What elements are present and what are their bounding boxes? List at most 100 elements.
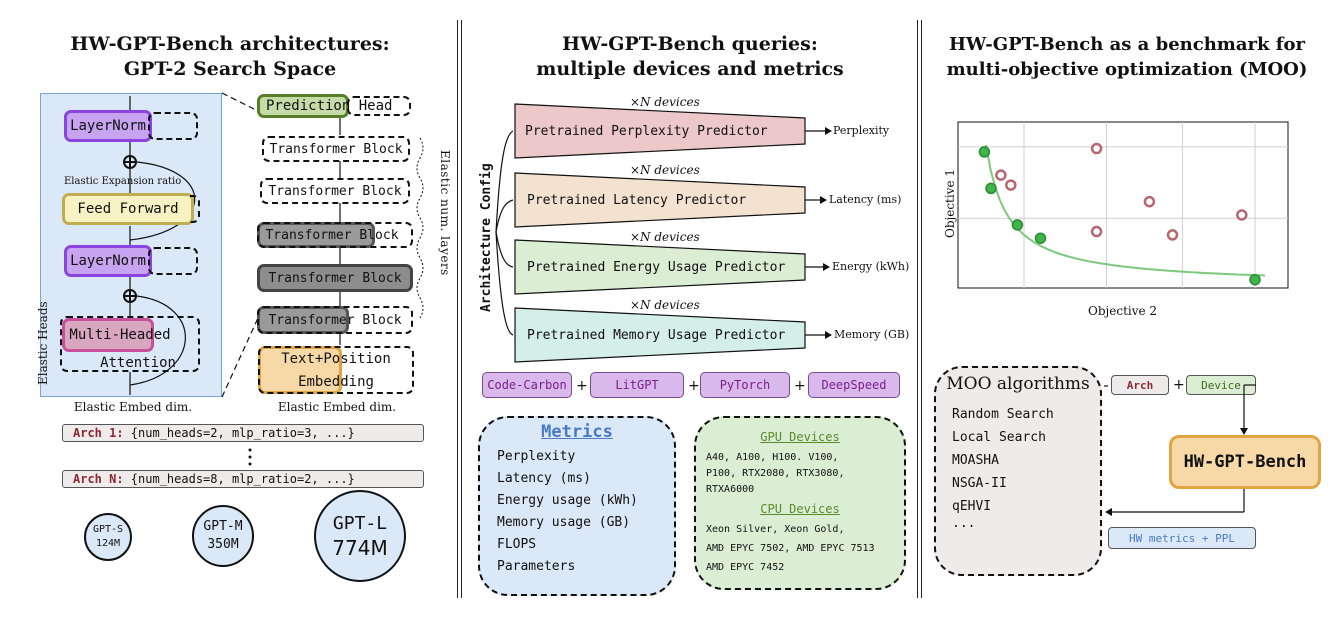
gpt-l-size: 774M [332,536,388,560]
feed-forward-label: Feed Forward [77,201,179,217]
output-energy: Energy (kWh) [832,260,910,273]
predictor-perplexity-label: Pretrained Perplexity Predictor [525,124,768,139]
prediction-head-dashed [347,96,411,116]
transformer-block-1: Transformer Block [262,136,410,162]
cpu-list: Xeon Silver, Xeon Gold, AMD EPYC 7502, A… [706,520,875,577]
gpu-line-3: RTXA6000 [706,484,755,495]
separator-left [457,20,458,598]
metrics-title: Metrics [541,422,613,442]
embed-left-label: Elastic Embed dim. [73,400,193,414]
gpt-m-name: GPT-M [203,519,243,534]
transformer-block-5-label: Transformer Block [268,312,402,328]
tool-litgpt: LitGPT [590,372,684,398]
algo-local-search: Local Search [952,430,1046,445]
algo-nsga2: NSGA-II [952,476,1007,491]
plus-1: + [576,378,588,394]
dominated-point [1166,229,1179,241]
device-tag: Device [1186,375,1256,395]
predictor-shape-latency [514,172,806,228]
feed-forward-block: Feed Forward [62,193,194,225]
predictor-energy-label: Pretrained Energy Usage Predictor [527,260,786,275]
mha-label: Multi-Headed Attention [60,321,180,377]
hw-gpt-bench-box: HW-GPT-Bench [1169,435,1321,489]
pareto-point [985,182,997,195]
metric-perplexity: Perplexity [497,449,576,464]
transformer-block-4: Transformer Block [257,264,413,292]
tool-code-carbon-label: Code-Carbon [487,378,567,392]
algo-random-search: Random Search [952,407,1054,422]
layernorm-bottom-block: LayerNorm [64,245,152,277]
layernorm-top-label: LayerNorm [70,118,146,134]
moo-list: Random Search Local Search MOASHA NSGA-I… [952,403,1102,530]
panel3-title-line2: multi-objective optimization (MOO) [946,59,1308,80]
arch-1-value: {num_heads=2, mlp_ratio=3, ...} [123,426,355,440]
layernorm-top-dashed [148,112,198,140]
transformer-block-3-label: Transformer Block [265,227,399,243]
gpu-line-2: P100, RTX2080, RTX3080, [706,468,845,479]
gpt-l-circle: GPT-L 774M [314,490,406,582]
pareto-point [1034,232,1047,244]
cpu-title: CPU Devices [760,502,840,516]
tool-pytorch: PyTorch [700,372,790,398]
arch-n-value: {num_heads=8, mlp_ratio=2, ...} [123,472,355,486]
gpu-line-1: A40, A100, H100. V100, [706,452,839,463]
dominated-point [1005,179,1017,191]
output-latency: Latency (ms) [829,193,902,206]
times-devices-4: ×N devices [630,298,700,312]
separator-right-2 [921,20,922,598]
gpt-s-circle: GPT-S 124M [84,513,132,561]
predictor-latency-label: Pretrained Latency Predictor [527,193,747,208]
arch-1-label: Arch 1: [73,426,124,440]
dominated-point [1090,225,1103,238]
metric-latency: Latency (ms) [497,471,591,486]
arch-n-label: Arch N: [73,472,124,486]
embedding-line2: Embedding [298,374,374,390]
separator-right [917,20,918,598]
transformer-block-2: Transformer Block [260,178,410,204]
mha-block [62,318,154,352]
panel1-title-line1: HW-GPT-Bench architectures: [70,33,390,55]
times-devices-1: ×N devices [630,95,700,109]
cpu-line-1: Xeon Silver, Xeon Gold, [706,524,845,535]
panel2-title-line2: multiple devices and metrics [536,58,844,80]
predictor-shape-perplexity [514,103,806,159]
predictor-memory-label: Pretrained Memory Usage Predictor [527,328,786,343]
prediction-head-label: Prediction Head [266,98,393,114]
tool-code-carbon: Code-Carbon [482,372,572,398]
plus-arch-device: + [1173,377,1185,393]
chart-frame [957,121,1289,289]
metric-memory: Memory usage (GB) [497,515,631,530]
gpu-list: A40, A100, H100. V100, P100, RTX2080, RT… [706,450,844,498]
dominated-point [1090,142,1103,155]
prediction-head-block: Prediction Head [257,94,392,118]
dominated-point [995,169,1007,181]
times-devices-2: ×N devices [630,163,700,177]
panel3-title-line1: HW-GPT-Bench as a benchmark for [949,34,1305,55]
mha-label-line2: Attention [100,355,176,371]
output-perplexity: Perplexity [833,124,890,137]
metric-parameters: Parameters [497,559,576,574]
hw-metrics-tag: HW metrics + PPL [1108,527,1256,549]
predictor-shape-memory [514,307,806,363]
layernorm-bottom-dashed [148,247,198,275]
transformer-block-1-label: Transformer Block [269,141,403,157]
cpu-line-3: AMD EPYC 7452 [706,562,785,573]
embedding-line1: Text+Position [281,351,391,367]
cpu-line-2: AMD EPYC 7502, AMD EPYC 7513 [706,543,875,554]
gpt-m-circle: GPT-M 350M [192,505,254,567]
transformer-block-4-label: Transformer Block [268,270,402,286]
panel1-title-line2: GPT-2 Search Space [123,58,337,80]
feed-forward-dashed [190,195,200,223]
times-devices-3: ×N devices [630,230,700,244]
metric-energy: Energy usage (kWh) [497,493,638,508]
pareto-point [1249,273,1261,286]
layernorm-top-block: LayerNorm [64,110,152,142]
transformer-block-5: Transformer Block [257,306,413,334]
metrics-box [478,416,676,596]
output-memory: Memory (GB) [834,328,910,341]
tool-litgpt-label: LitGPT [615,378,659,392]
algo-ellipsis: ... [952,516,976,531]
algo-moasha: MOASHA [952,453,999,468]
